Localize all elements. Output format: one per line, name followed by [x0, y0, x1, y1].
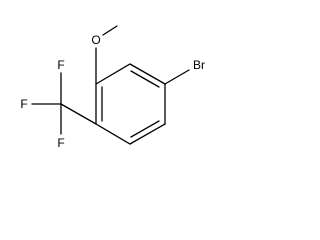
bromo-group: Br [164, 58, 205, 85]
benzene-ring [95, 63, 166, 145]
methoxy-group: O [91, 25, 118, 85]
ring-bond-c4-c5 [95, 123, 131, 145]
fluorine-label-bottom: F [57, 136, 64, 150]
bond-ring-bromine [164, 69, 190, 85]
bromine-label: Br [193, 58, 205, 72]
bond-ring-cf3-carbon [60, 103, 97, 125]
bond-oxygen-methyl [102, 25, 118, 36]
oxygen-label: O [91, 33, 100, 47]
fluorine-label-left: F [20, 97, 27, 111]
fluorine-label-top: F [57, 58, 64, 72]
ring-bond-c3-c4 [129, 123, 166, 145]
ring-bond-c6-c1 [95, 63, 131, 85]
molecule-structure: O F F F Br [20, 25, 205, 150]
ring-inner-bond-c3-c4 [130, 120, 160, 138]
trifluoromethyl-group: F F F [20, 58, 97, 150]
ring-bond-c1-c2 [129, 63, 166, 85]
ring-inner-bond-c1-c2 [130, 70, 160, 88]
